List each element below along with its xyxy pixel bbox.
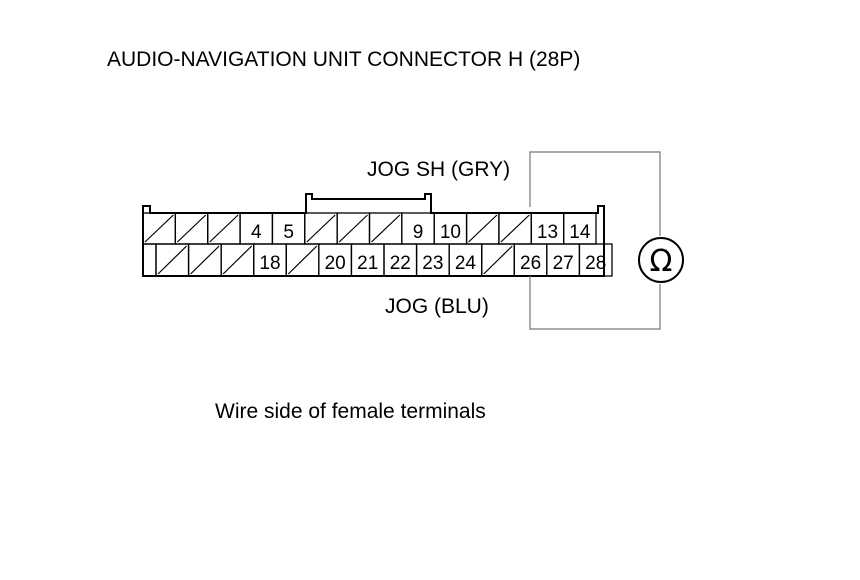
bottom-row-cells: 18 20 21 22 23 24 26 27 28 (142, 243, 613, 277)
pin-number: 10 (440, 222, 461, 243)
diagram-title: AUDIO-NAVIGATION UNIT CONNECTOR H (28P) (107, 48, 580, 71)
ohm-symbol: Ω (650, 244, 673, 279)
pin-number: 26 (520, 253, 541, 274)
bottom-row-edge-cavity (142, 243, 157, 277)
unused-cavity-slash (157, 245, 187, 275)
pin-number: 27 (553, 253, 574, 274)
lower-wire-label: JOG (BLU) (385, 295, 489, 318)
connector-housing (142, 193, 605, 277)
unused-cavity-slash (338, 214, 368, 243)
unused-cavity-slash (483, 245, 513, 275)
pin-number: 20 (325, 253, 346, 274)
unused-cavity-slash (371, 214, 401, 243)
ohmmeter-circle (638, 237, 684, 283)
lower-wire (529, 276, 661, 330)
pin-number: 18 (259, 253, 280, 274)
pin-number: 4 (251, 222, 262, 243)
unused-cavity-slash (176, 214, 207, 243)
unused-cavity-slash (190, 245, 220, 275)
pin-number: 14 (569, 222, 591, 243)
upper-wire-label: JOG SH (GRY) (367, 158, 510, 181)
pin-number: 13 (537, 222, 558, 243)
unused-cavity-slash (222, 245, 253, 275)
upper-wire (529, 151, 661, 236)
pin-number: 23 (422, 253, 443, 274)
pin-number: 9 (413, 222, 424, 243)
unused-cavity-slash (209, 214, 239, 243)
unused-cavity-slash (144, 214, 174, 243)
pin-number: 5 (283, 222, 294, 243)
unused-cavity-slash (306, 214, 336, 243)
pin-number: 22 (390, 253, 411, 274)
caption: Wire side of female terminals (215, 400, 486, 423)
pin-number: 21 (357, 253, 378, 274)
pin-number: 28 (585, 253, 606, 274)
unused-cavity-slash (468, 214, 498, 243)
unused-cavity-slash (287, 245, 318, 275)
unused-cavity-slash (500, 214, 530, 243)
pin-number: 24 (455, 253, 477, 274)
ohmmeter-icon: Ω (638, 237, 684, 283)
bottom-row-cavity (578, 243, 613, 277)
